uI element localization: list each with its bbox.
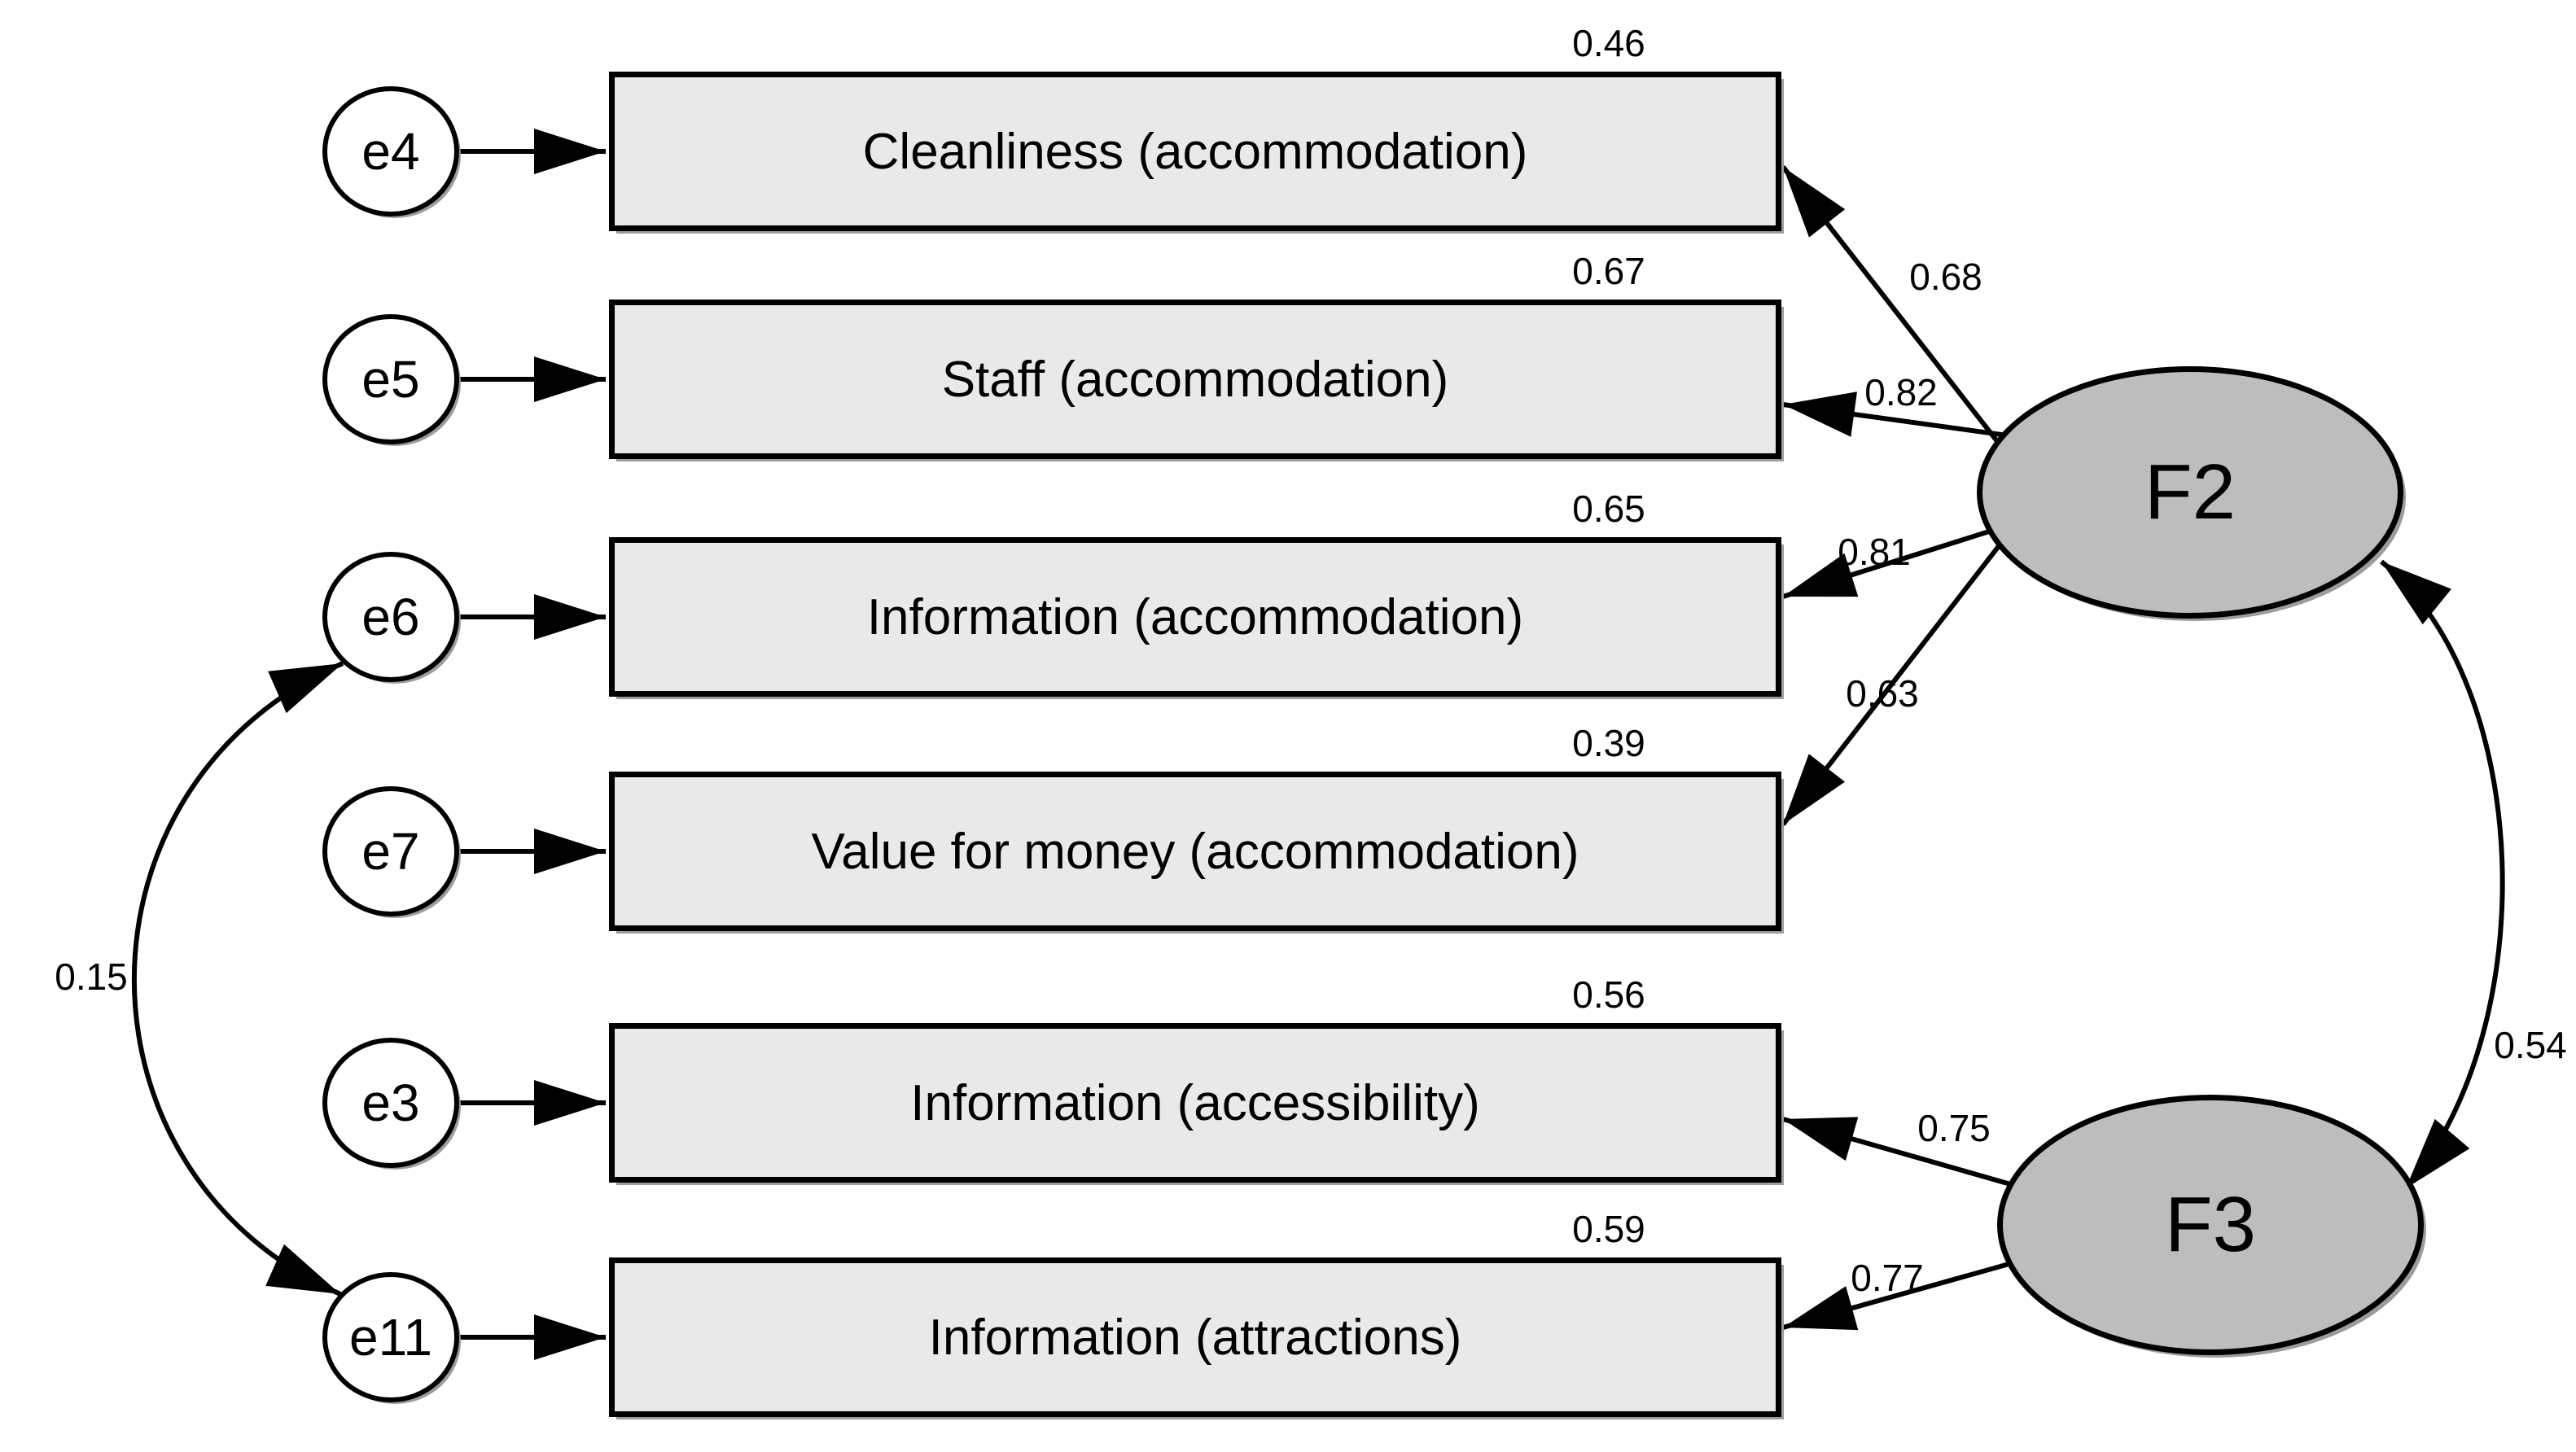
factor-label: F3 bbox=[2164, 1181, 2257, 1268]
error-label: e6 bbox=[361, 588, 420, 646]
observed-label: Information (attractions) bbox=[928, 1309, 1462, 1366]
error-circle-e3: e3 bbox=[322, 1038, 459, 1168]
observed-box-information-attractions: Information (attractions) bbox=[609, 1257, 1781, 1417]
loading-label-f2-information: 0.81 bbox=[1838, 531, 1911, 573]
loading-label-f2-cleanliness: 0.68 bbox=[1909, 256, 1982, 298]
error-circle-e6: e6 bbox=[322, 552, 459, 682]
variance-label-cleanliness: 0.46 bbox=[1572, 22, 1645, 64]
error-label: e7 bbox=[361, 822, 420, 881]
variance-label-value: 0.39 bbox=[1572, 722, 1645, 764]
error-circle-e5: e5 bbox=[322, 314, 459, 444]
error-circle-e4: e4 bbox=[322, 86, 459, 216]
error-label: e5 bbox=[361, 350, 420, 409]
variance-label-attractions: 0.59 bbox=[1572, 1208, 1645, 1250]
error-circle-e7: e7 bbox=[322, 786, 459, 916]
observed-label: Information (accessibility) bbox=[910, 1074, 1480, 1131]
variance-label-accessibility: 0.56 bbox=[1572, 973, 1645, 1016]
loading-label-f3-attractions: 0.77 bbox=[1851, 1257, 1924, 1299]
covariance-curve-e6-e11 bbox=[132, 661, 344, 1297]
observed-box-value-for-money: Value for money (accommodation) bbox=[609, 772, 1781, 931]
factor-ellipse-f3: F3 bbox=[1997, 1095, 2424, 1355]
observed-label: Information (accommodation) bbox=[866, 588, 1524, 645]
error-circle-e11: e11 bbox=[322, 1272, 459, 1402]
observed-box-information-accessibility: Information (accessibility) bbox=[609, 1023, 1781, 1183]
covariance-label-e6-e11: 0.15 bbox=[55, 956, 128, 998]
observed-label: Cleanliness (accommodation) bbox=[862, 123, 1528, 180]
variance-label-information: 0.65 bbox=[1572, 488, 1645, 530]
factor-label: F2 bbox=[2144, 448, 2236, 536]
loading-label-f2-staff: 0.82 bbox=[1864, 371, 1938, 413]
observed-box-information-accommodation: Information (accommodation) bbox=[609, 537, 1781, 697]
observed-box-cleanliness: Cleanliness (accommodation) bbox=[609, 72, 1781, 231]
variance-label-staff: 0.67 bbox=[1572, 250, 1645, 292]
covariance-curve-f2-f3 bbox=[2380, 559, 2505, 1190]
error-label: e3 bbox=[361, 1074, 420, 1132]
observed-label: Staff (accommodation) bbox=[941, 351, 1449, 408]
covariance-label-f2-f3: 0.54 bbox=[2494, 1024, 2567, 1066]
loading-label-f2-value: 0.63 bbox=[1846, 672, 1919, 715]
observed-label: Value for money (accommodation) bbox=[811, 823, 1579, 880]
error-label: e4 bbox=[361, 122, 420, 181]
error-label: e11 bbox=[348, 1308, 433, 1367]
observed-box-staff: Staff (accommodation) bbox=[609, 300, 1781, 459]
loading-label-f3-accessibility: 0.75 bbox=[1917, 1107, 1991, 1149]
factor-ellipse-f2: F2 bbox=[1977, 366, 2403, 619]
